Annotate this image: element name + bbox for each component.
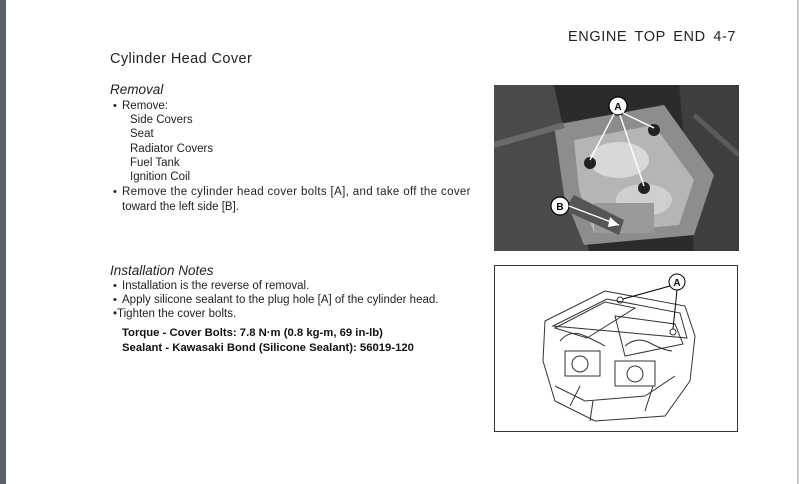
callout-b-label: B — [556, 202, 563, 213]
cylinder-head-diagram: A — [494, 265, 738, 432]
remove-item: Ignition Coil — [130, 171, 191, 183]
cylinder-head-diagram-art: A — [542, 273, 696, 422]
removal-heading: Removal — [110, 82, 164, 97]
callout-a-label: A — [614, 102, 621, 113]
remove-label: Remove: — [122, 100, 169, 112]
callout-a-label: A — [673, 278, 680, 289]
remove-item: Seat — [130, 128, 154, 140]
page-header: ENGINE TOP END 4-7 — [568, 29, 737, 45]
viewer-left-edge — [0, 0, 6, 484]
bolts-instruction: Remove the cylinder head cover bolts [A]… — [122, 186, 471, 198]
section-title: Cylinder Head Cover — [110, 51, 253, 67]
sealant-spec: Sealant - Kawasaki Bond (Silicone Sealan… — [122, 342, 414, 354]
cylinder-head-photo-art: A B — [494, 85, 739, 251]
install-note: Apply silicone sealant to the plug hole … — [122, 294, 439, 306]
bullet-icon: • — [113, 280, 117, 292]
torque-spec: Torque - Cover Bolts: 7.8 N·m (0.8 kg-m,… — [122, 327, 383, 339]
cylinder-head-photo: A B — [494, 85, 739, 251]
remove-item: Fuel Tank — [130, 157, 180, 169]
viewer-right-edge — [797, 0, 799, 484]
bullet-icon: • — [113, 294, 117, 306]
installation-heading: Installation Notes — [110, 263, 214, 278]
install-note: Installation is the reverse of removal. — [122, 280, 310, 292]
bolts-instruction-cont: toward the left side [B]. — [122, 201, 239, 213]
remove-item: Side Covers — [130, 114, 193, 126]
bullet-icon: • — [113, 100, 117, 112]
remove-item: Radiator Covers — [130, 143, 214, 155]
bullet-icon: • — [113, 186, 117, 198]
install-note: •Tighten the cover bolts. — [113, 308, 237, 320]
